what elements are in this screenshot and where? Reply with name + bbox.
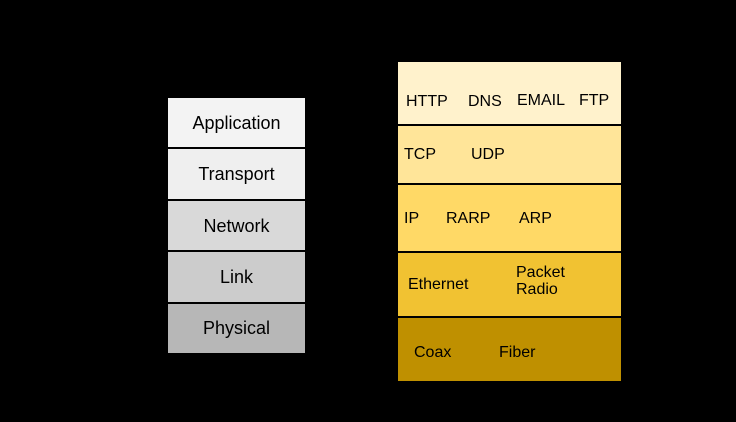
protocol-label-tcp: TCP xyxy=(404,146,436,163)
protocol-label-coax: Coax xyxy=(414,344,452,361)
protocol-box-transport: TCP UDP xyxy=(397,125,622,184)
layer-label-physical: Physical xyxy=(202,318,271,339)
protocol-label-ftp: FTP xyxy=(579,92,610,109)
layer-label-network: Network xyxy=(203,215,270,236)
protocol-box-physical: Coax Fiber xyxy=(397,317,622,382)
layer-box-application: Application xyxy=(167,97,306,149)
layer-box-physical: Physical xyxy=(167,302,306,355)
protocol-box-network: IP RARP ARP xyxy=(397,184,622,252)
protocol-label-ip: IP xyxy=(404,210,420,227)
protocol-label-arp: ARP xyxy=(519,210,552,227)
protocol-label-email: EMAIL xyxy=(517,92,566,109)
protocol-label-dns: DNS xyxy=(468,93,502,110)
protocol-box-link: Ethernet Packet Radio xyxy=(397,252,622,317)
protocol-label-packet-radio: Packet Radio xyxy=(516,264,565,298)
layer-label-link: Link xyxy=(219,266,254,287)
layer-box-transport: Transport xyxy=(167,148,306,200)
protocol-label-http: HTTP xyxy=(406,93,448,110)
protocol-label-rarp: RARP xyxy=(446,210,491,227)
layer-label-transport: Transport xyxy=(198,164,275,185)
protocol-label-ethernet: Ethernet xyxy=(408,276,469,293)
protocol-label-fiber: Fiber xyxy=(499,344,536,361)
protocol-box-application: HTTP DNS EMAIL FTP xyxy=(397,61,622,125)
layer-box-link: Link xyxy=(167,251,306,303)
protocol-stack: HTTP DNS EMAIL FTP TCP UDP IP RARP ARP E… xyxy=(397,61,622,382)
layer-label-application: Application xyxy=(192,112,281,133)
layer-box-network: Network xyxy=(167,199,306,252)
protocol-label-udp: UDP xyxy=(471,146,505,163)
layer-stack: Application Transport Network Link Physi… xyxy=(167,97,306,355)
